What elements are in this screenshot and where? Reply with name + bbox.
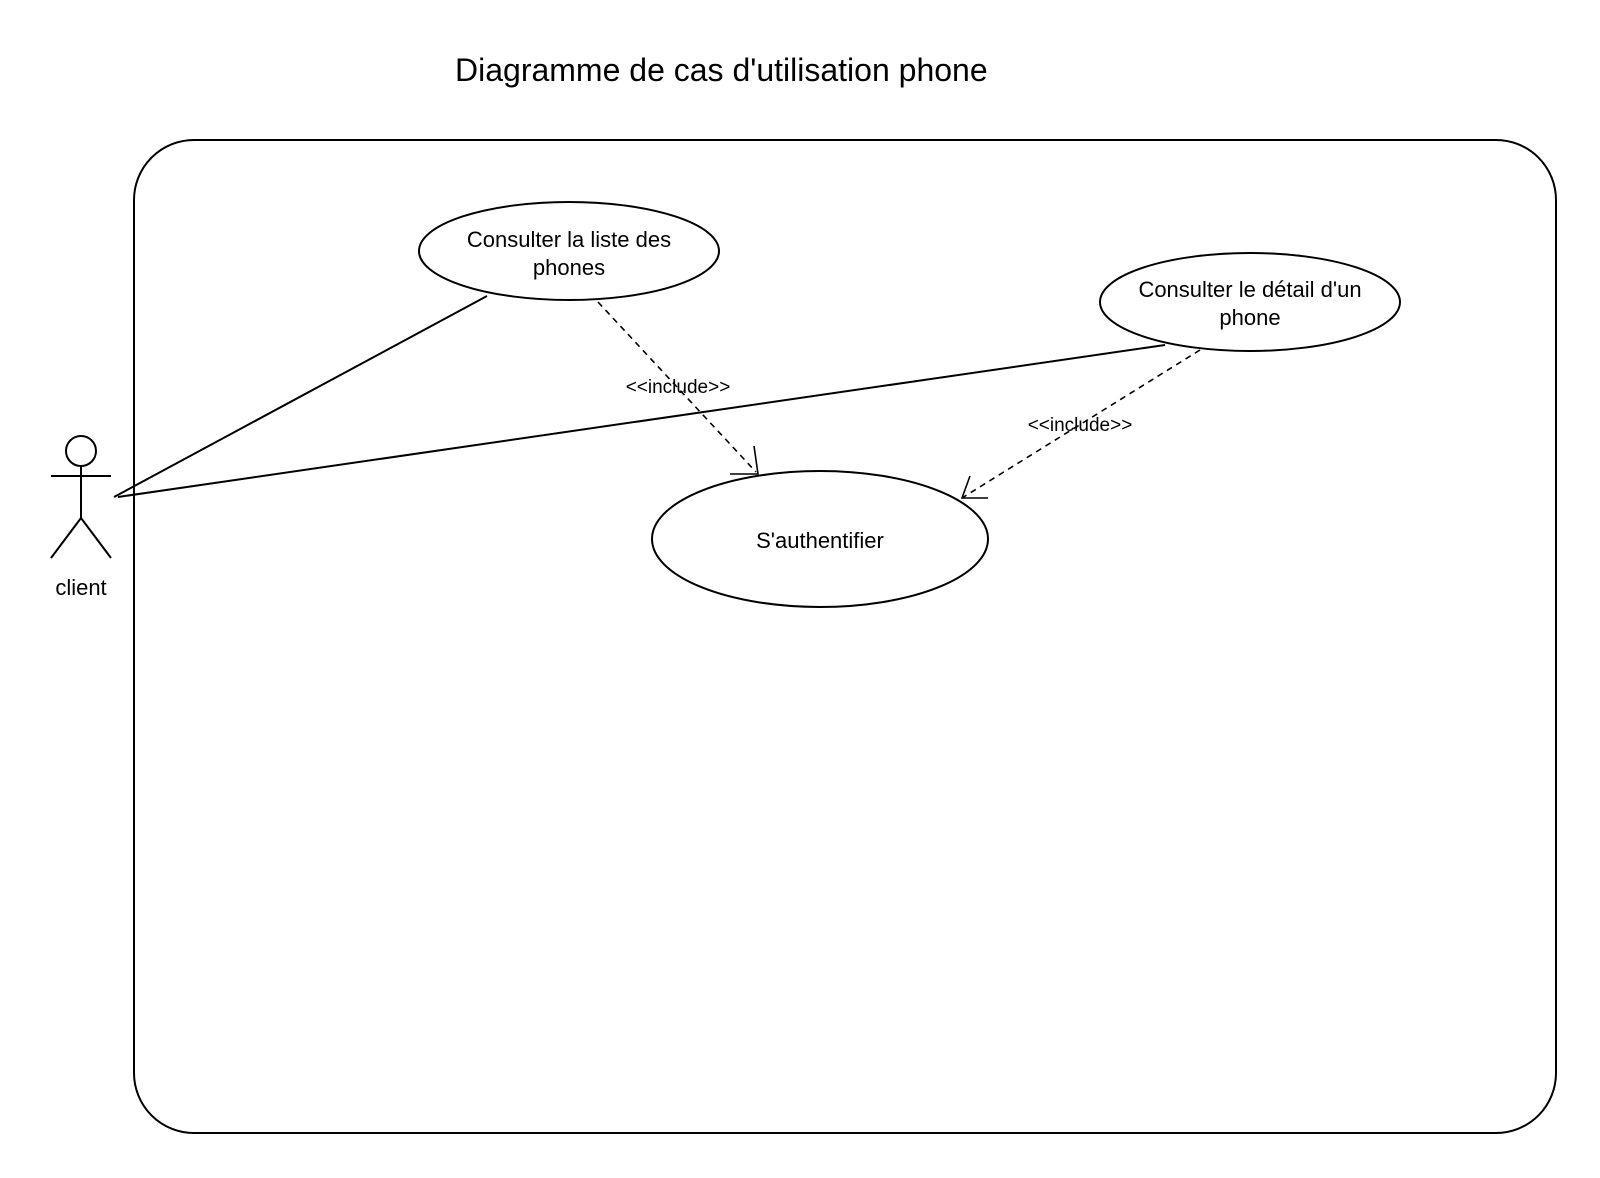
use-case-phone-detail-line2: phone (1219, 305, 1280, 330)
system-boundary (133, 139, 1557, 1134)
include-arrowhead-detail (960, 475, 988, 499)
association-list-phones[interactable] (113, 295, 488, 498)
use-case-phone-detail[interactable]: Consulter le détail d'un phone (1099, 252, 1401, 352)
actor-label: client (55, 575, 106, 600)
diagram-title: Diagramme de cas d'utilisation phone (455, 52, 988, 88)
include-label-detail: <<include>> (1028, 415, 1133, 436)
use-case-authenticate[interactable]: S'authentifier (651, 470, 989, 608)
association-phone-detail[interactable] (117, 344, 1166, 498)
include-arrowhead-list (730, 445, 759, 475)
actor-right-leg (80, 517, 112, 559)
actor-left-leg (50, 517, 82, 559)
include-label-list: <<include>> (626, 377, 731, 398)
include-arrow-detail[interactable] (961, 349, 1201, 499)
use-case-list-phones-line1: Consulter la liste des (467, 227, 671, 252)
actor-client[interactable]: client (50, 435, 112, 600)
use-case-list-phones[interactable]: Consulter la liste des phones (418, 201, 720, 301)
actor-head (65, 435, 97, 467)
use-case-authenticate-label: S'authentifier (756, 528, 884, 553)
include-arrow-list[interactable] (597, 301, 757, 473)
use-case-phone-detail-line1: Consulter le détail d'un (1138, 277, 1361, 302)
use-case-list-phones-line2: phones (533, 255, 605, 280)
